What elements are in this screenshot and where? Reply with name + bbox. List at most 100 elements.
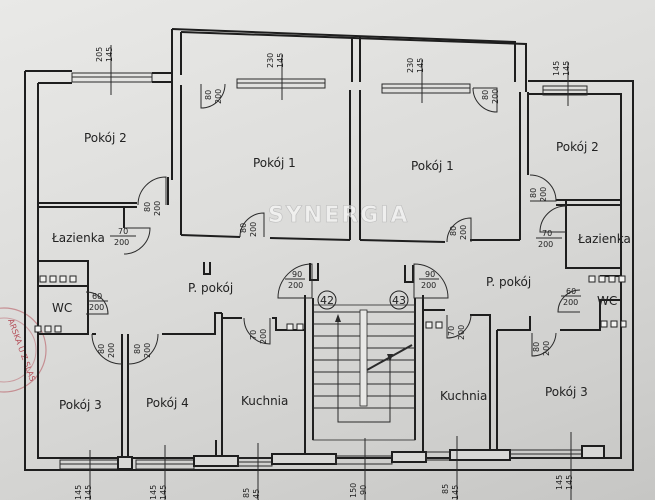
room-label-right-pokoj3: Pokój 3 [545,385,588,399]
room-label-left-pokoj4: Pokój 4 [146,396,189,410]
door-swing-right-lazienka [539,205,567,233]
window-bottom-left-pokoj4-w: 145 [149,485,158,500]
door-swing-left-kuchnia [243,317,271,345]
door-right-lazienka-w: 70 [542,229,552,238]
room-label-right-lazienka: Łazienka [577,232,631,246]
window-bottom-stair-h: 90 [359,485,368,495]
door-left-lazienka-h: 200 [114,238,129,247]
door-left-pokoj4-w: 80 [133,344,142,354]
door-swing-right-pokoj2 [529,174,557,202]
door-right-wc-h: 200 [563,298,578,307]
staircase [312,304,416,441]
ventilation-shafts [34,275,627,333]
door-left-wc-w: 60 [92,292,102,301]
door-swing-left-pokoj4 [127,333,159,365]
top-windows [71,72,588,96]
window-top-right-pokoj2-h: 145 [562,61,571,76]
dimension-leaders [89,45,572,500]
window-bottom-right-pokoj3-h: 145 [565,475,574,490]
room-label-right-wc: WC [597,294,617,308]
room-label-right-ppokoj: P. pokój [486,275,531,289]
room-label-right-pokoj2: Pokój 2 [556,140,599,154]
door-swing-entry-43 [413,263,449,299]
room-label-left-pokoj3: Pokój 3 [59,398,102,412]
window-bottom-stair-w: 150 [349,483,358,498]
door-swing-left-pokoj2 [137,176,167,206]
door-balcony-right-w: 80 [481,90,490,100]
entry-43-door-height: 200 [421,281,436,290]
window-bottom-left-pokoj3-w: 145 [74,485,83,500]
room-label-right-pokoj1: Pokój 1 [411,159,454,173]
door-right-pokoj2-h: 200 [539,187,548,202]
door-swing-left-lazienka [123,227,151,255]
door-swing-left-pokoj1 [239,212,265,238]
red-stamp: ARSKA U Z SLAS [0,307,47,393]
door-right-pokoj3-h: 200 [542,341,551,356]
door-left-pokoj2-h: 200 [153,201,162,216]
door-swing-balcony-left [200,83,226,109]
room-labels: Pokój 2 Pokój 1 Pokój 1 Pokój 2 Łazienka… [51,131,631,412]
window-bottom-left-pokoj4-h: 145 [159,485,168,500]
window-top-left-pokoj2-h: 145 [105,47,114,62]
window-bottom-left-pokoj3-h: 145 [84,485,93,500]
room-label-left-pokoj1: Pokój 1 [253,156,296,170]
watermark: SYNERGIA [268,203,409,228]
door-right-lazienka-h: 200 [538,240,553,249]
door-right-kuchnia-h: 200 [457,325,466,340]
room-label-left-ppokoj: P. pokój [188,281,233,295]
door-left-wc-h: 200 [89,303,104,312]
outer-walls [24,28,634,471]
window-top-left-pokoj2-w: 205 [95,47,104,62]
door-swing-balcony-right [472,87,498,113]
door-swing-right-wc [557,289,581,313]
door-left-pokoj4-h: 200 [143,343,152,358]
bottom-windows [59,445,605,470]
door-right-pokoj1-w: 80 [449,226,458,236]
door-swings [85,83,581,365]
door-left-pokoj3-w: 80 [97,344,106,354]
window-bottom-left-kuchnia-w: 85 [242,488,251,498]
door-balcony-left-h: 200 [214,89,223,104]
door-right-wc-w: 60 [566,287,576,296]
door-left-kuchnia-h: 200 [259,329,268,344]
room-label-left-wc: WC [52,301,72,315]
door-left-pokoj2-w: 80 [143,202,152,212]
entry-42-door-width: 90 [292,270,302,279]
window-top-left-pokoj1-h: 145 [276,53,285,68]
entry-43-door-width: 90 [425,270,435,279]
stamp-text: ARSKA U Z SLAS [6,318,37,383]
room-label-left-lazienka: Łazienka [51,231,105,245]
window-bottom-right-kuchnia-w: 85 [441,484,450,494]
door-swing-entry-42 [277,263,313,299]
entry-42-door-height: 200 [288,281,303,290]
door-swing-right-pokoj3 [531,332,557,357]
door-swing-left-wc [85,291,109,315]
interior-walls [38,72,622,460]
window-top-right-pokoj2-w: 145 [552,61,561,76]
door-swing-left-pokoj3 [91,333,123,365]
door-right-kuchnia-w: 70 [447,326,456,336]
apartment-number-42: 42 [320,294,334,307]
door-swing-right-pokoj1 [446,217,472,243]
window-top-left-pokoj1-w: 230 [266,53,275,68]
door-left-pokoj3-h: 200 [107,343,116,358]
door-left-lazienka-w: 70 [118,227,128,236]
door-labels-horizontal: 70 200 70 200 60 200 60 200 [88,227,581,312]
window-top-right-pokoj1-w: 230 [406,58,415,73]
door-left-pokoj1-w: 80 [239,223,248,233]
door-balcony-right-h: 200 [491,89,500,104]
room-label-right-kuchnia: Kuchnia [440,389,487,403]
door-right-pokoj2-w: 80 [529,188,538,198]
door-right-pokoj3-w: 80 [532,342,541,352]
door-swing-right-kuchnia [446,314,472,339]
window-bottom-left-kuchnia-h: 145 [252,489,261,500]
door-left-pokoj1-h: 200 [249,222,258,237]
apartment-numbers: 42 43 90 200 90 200 [285,270,439,310]
room-label-left-pokoj2: Pokój 2 [84,131,127,145]
door-left-kuchnia-w: 70 [249,330,258,340]
room-label-left-kuchnia: Kuchnia [241,394,288,408]
window-bottom-right-pokoj3-w: 145 [555,475,564,490]
